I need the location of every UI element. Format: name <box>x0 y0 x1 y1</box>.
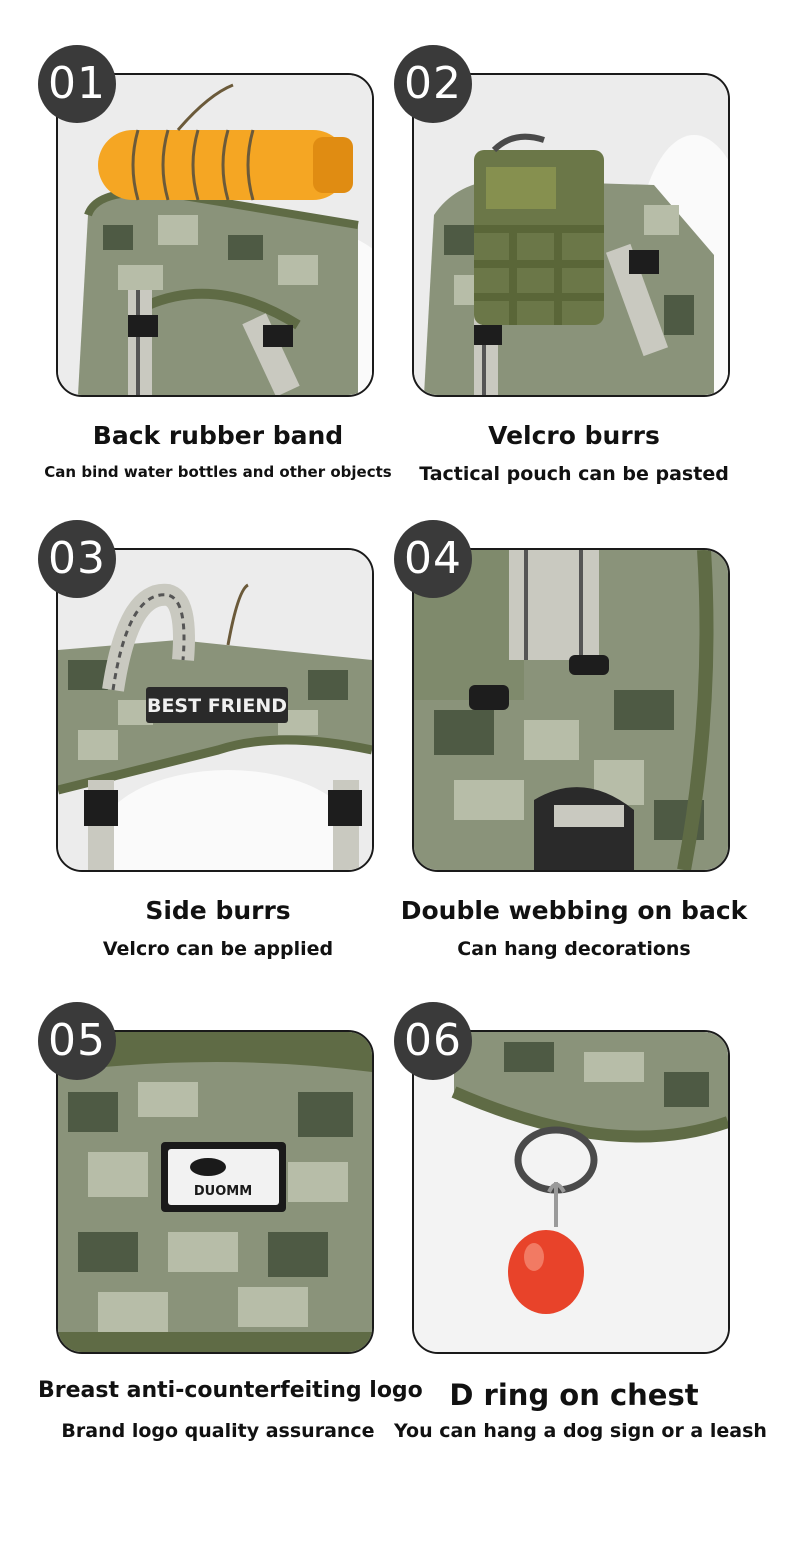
feature-title: Double webbing on back <box>400 896 748 925</box>
duomm-logo-text: DUOMM <box>194 1184 252 1199</box>
feature-number-badge: 05 <box>38 1002 116 1080</box>
feature-photo-back-rubber-band <box>56 73 374 397</box>
feature-title: Back rubber band <box>92 421 344 450</box>
feature-photo-velcro-burrs <box>412 73 730 397</box>
feature-subtitle: Can bind water bottles and other objects <box>44 463 392 481</box>
feature-photo-side-burrs: BEST FRIEND <box>56 548 374 872</box>
best-friend-patch-text: BEST FRIEND <box>147 695 287 717</box>
feature-number-badge: 06 <box>394 1002 472 1080</box>
feature-number-badge: 01 <box>38 45 116 123</box>
feature-subtitle: Can hang decorations <box>457 938 691 960</box>
feature-photo-double-webbing <box>412 548 730 872</box>
feature-number-badge: 04 <box>394 520 472 598</box>
feature-subtitle: Tactical pouch can be pasted <box>419 463 729 485</box>
feature-title: D ring on chest <box>449 1378 699 1412</box>
feature-subtitle: You can hang a dog sign or a leash <box>394 1420 767 1442</box>
feature-subtitle: Brand logo quality assurance <box>61 1420 375 1442</box>
feature-number-badge: 03 <box>38 520 116 598</box>
feature-number-badge: 02 <box>394 45 472 123</box>
feature-photo-breast-logo: DUOMM <box>56 1030 374 1354</box>
feature-subtitle: Velcro can be applied <box>102 938 334 960</box>
feature-title: Velcro burrs <box>488 421 660 450</box>
feature-title: Breast anti-counterfeiting logo <box>38 1378 423 1403</box>
feature-title: Side burrs <box>145 896 291 925</box>
feature-photo-d-ring <box>412 1030 730 1354</box>
